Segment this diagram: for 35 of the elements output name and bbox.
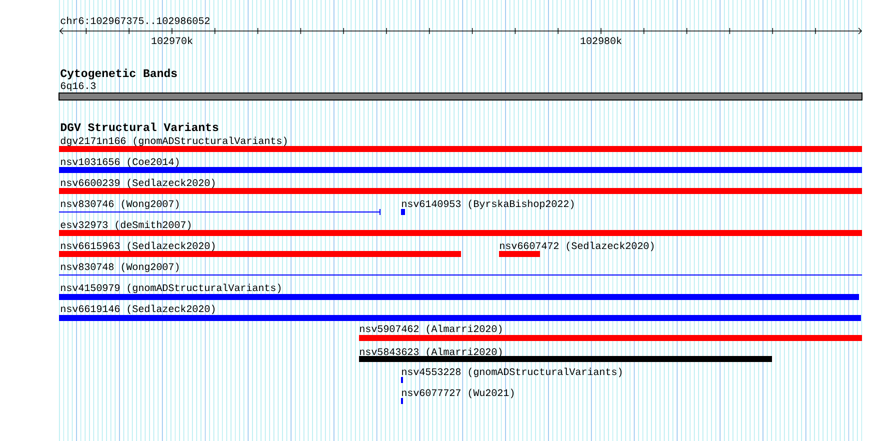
node-label: nsv4553228 (gnomADStructuralVariants) — [402, 368, 622, 378]
cytoband-bar: 6q16.3 — [58, 82, 863, 100]
variant-bar: nsv6077727 (Wu2021) — [401, 388, 514, 404]
variant-bar: nsv6600239 (Sedlazeck2020) — [59, 178, 862, 194]
node-label: nsv5843623 (Almarri2020) — [360, 348, 502, 358]
variant-bar: nsv6615963 (Sedlazeck2020) — [59, 242, 461, 257]
tick-label: 102970k — [152, 36, 192, 44]
variant-bar: nsv4553228 (gnomADStructuralVariants) — [401, 368, 622, 383]
variant-bar: dgv2171n166 (gnomADStructuralVariants) — [59, 136, 862, 152]
node-label: nsv6607472 (Sedlazeck2020) — [500, 242, 654, 252]
region-label: chr6:102967375..102986052 — [60, 16, 210, 24]
node-label: dgv2171n166 (gnomADStructuralVariants) — [60, 136, 287, 146]
variant-bar: nsv5907462 (Almarri2020) — [359, 324, 862, 341]
node-label: nsv6077727 (Wu2021) — [402, 388, 514, 398]
node-label: nsv5907462 (Almarri2020) — [360, 324, 502, 334]
node-label: nsv6619146 (Sedlazeck2020) — [61, 304, 215, 314]
node-label: nsv6600239 (Sedlazeck2020) — [61, 178, 215, 188]
variant-bar: nsv6619146 (Sedlazeck2020) — [59, 304, 862, 321]
variant-bar: nsv4150979 (gnomADStructuralVariants) — [59, 284, 860, 300]
track-title: DGV Structural Variants — [60, 122, 218, 132]
variant-bar: esv32973 (deSmith2007) — [59, 220, 862, 236]
node-label: esv32973 (deSmith2007) — [60, 220, 191, 230]
node-label: nsv6615963 (Sedlazeck2020) — [61, 242, 215, 252]
variant-line: nsv830748 (Wong2007) — [58, 262, 863, 276]
track-title: Cytogenetic Bands — [60, 68, 177, 80]
variant-bar: nsv1031656 (Coe2014) — [59, 158, 862, 173]
variant-bar: nsv6607472 (Sedlazeck2020) — [499, 242, 654, 257]
variant-bar: nsv6140953 (ByrskaBishop2022) — [401, 200, 574, 215]
node-label: nsv4150979 (gnomADStructuralVariants) — [61, 284, 281, 294]
node-label: 6q16.3 — [60, 82, 96, 92]
tick-label: 102980k — [580, 36, 622, 44]
variant-bar: nsv5843623 (Almarri2020) — [359, 348, 772, 362]
variant-line: nsv830746 (Wong2007) — [58, 200, 380, 216]
node-label: nsv1031656 (Coe2014) — [61, 158, 179, 168]
node-label: nsv6140953 (ByrskaBishop2022) — [402, 200, 574, 210]
